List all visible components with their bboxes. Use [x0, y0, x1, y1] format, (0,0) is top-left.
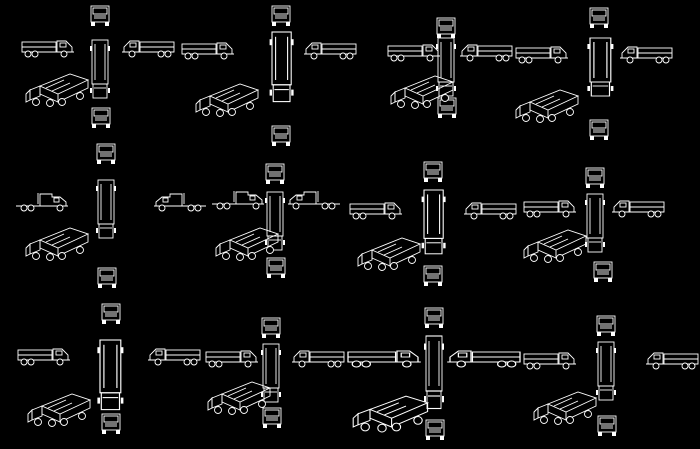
vehicle-set-medium-box-truck [205, 317, 345, 429]
vehicle-set-heavy-dump-truck [349, 161, 517, 287]
vehicle-set-dump-truck [21, 5, 175, 129]
vehicle-set-garbage-truck [523, 315, 699, 437]
vehicle-set-box-truck [387, 17, 513, 119]
vehicle-set-articulated-dump-truck [17, 303, 201, 435]
vehicle-set-large-box-truck [347, 307, 521, 441]
vehicle-set-military-cargo-truck [515, 7, 673, 141]
vehicle-set-semi-tractor-sleeper [15, 143, 207, 289]
vehicle-set-semi-tractor-day-cab [211, 163, 341, 279]
vehicle-set-flatbed-truck [181, 5, 357, 147]
vehicle-set-chassis-cab-truck [523, 167, 665, 283]
